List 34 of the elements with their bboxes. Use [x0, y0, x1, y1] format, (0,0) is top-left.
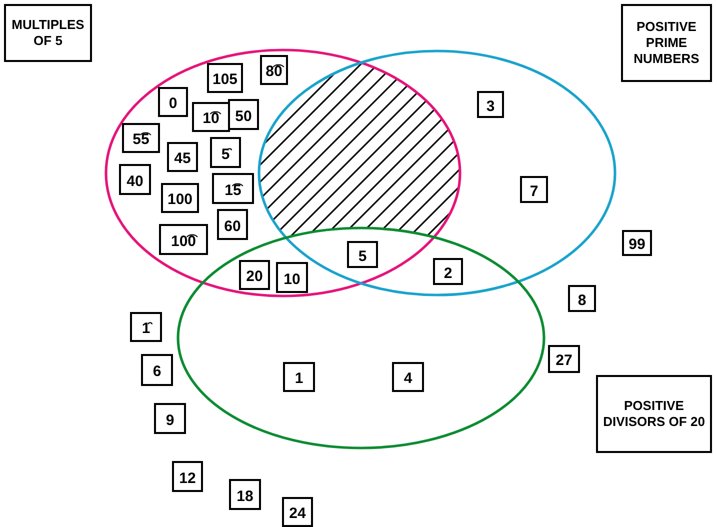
- number-box: 5͡5: [122, 123, 160, 153]
- number-box: 3: [477, 91, 504, 118]
- number-box: 1͡0: [192, 102, 230, 132]
- number-box: 50: [228, 99, 259, 130]
- number-box: 24: [282, 497, 313, 527]
- number-box: 5̑: [210, 137, 241, 168]
- number-box: 1͡5: [212, 173, 254, 204]
- number-box: 105: [207, 63, 243, 93]
- number-box: 1: [283, 362, 315, 392]
- number-box: 1̑: [130, 312, 162, 342]
- number-box: 7: [520, 176, 548, 203]
- set-title-box: MULTIPLES OF 5: [4, 4, 92, 62]
- number-box: 100: [161, 183, 199, 213]
- number-box: 18: [229, 479, 261, 510]
- number-box: 10: [276, 262, 308, 293]
- number-box: 8͡0: [260, 55, 288, 85]
- set-title-box: POSITIVE PRIME NUMBERS: [621, 4, 712, 82]
- number-box: 40: [119, 164, 151, 195]
- number-box: 60: [217, 209, 248, 240]
- number-box: 5: [347, 241, 378, 268]
- number-box: 27: [548, 345, 580, 373]
- number-box: 99: [622, 230, 652, 256]
- number-box: 8: [568, 285, 596, 312]
- number-box: 0: [158, 87, 188, 117]
- number-box: 2: [433, 258, 463, 285]
- number-box: 6: [141, 354, 173, 386]
- number-box: 45: [167, 142, 198, 172]
- number-box: 12: [172, 461, 203, 492]
- set-ellipse: [106, 50, 460, 296]
- set-title-box: POSITIVE DIVISORS OF 20: [596, 375, 712, 453]
- number-box: 10͡0: [159, 224, 208, 255]
- number-box: 20: [239, 260, 270, 290]
- number-box: 4: [392, 362, 424, 392]
- number-box: 9: [154, 403, 186, 434]
